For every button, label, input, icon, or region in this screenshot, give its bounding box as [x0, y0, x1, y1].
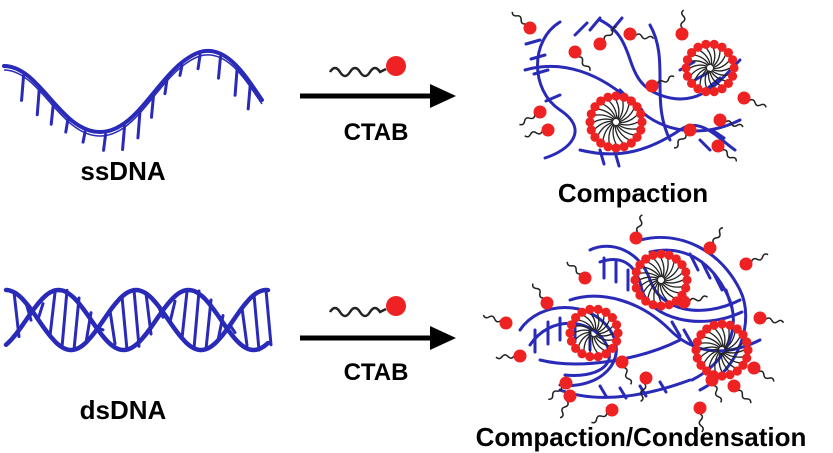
base-pair-rung — [72, 296, 81, 352]
surfactant-molecule-icon — [705, 373, 723, 403]
base-tick — [524, 38, 542, 46]
surfactant-molecule-icon — [675, 9, 689, 41]
base-tick — [64, 118, 70, 134]
base-pair-rung — [192, 289, 201, 350]
base-pair-rung — [48, 291, 57, 338]
surfactant-molecule-icon — [482, 314, 513, 330]
surfactant-molecule-icon — [328, 296, 406, 318]
surfactant-molecule-icon — [739, 253, 769, 271]
condensed-dsdna-complex — [482, 214, 785, 433]
base-tick — [724, 288, 734, 310]
base-tick — [49, 103, 55, 126]
ssdna-strand — [2, 48, 264, 152]
base-pair-rung — [168, 299, 177, 324]
base-pair-rung — [120, 295, 129, 352]
base-pair-rung — [264, 288, 273, 347]
surfactant-molecule-icon — [615, 355, 633, 385]
surfactant-molecule-icon — [737, 91, 767, 108]
base-tick — [712, 272, 724, 292]
base-tick — [544, 93, 562, 103]
surfactant-molecule-icon — [711, 139, 738, 162]
base-pair-rung — [60, 288, 69, 349]
base-pair-rung — [252, 293, 261, 352]
base-tick — [246, 84, 252, 111]
surfactant-molecule-icon — [753, 311, 785, 325]
base-tick — [598, 148, 606, 166]
surfactant-molecule-icon — [629, 214, 643, 245]
ssdna-label: ssDNA — [80, 156, 165, 186]
base-tick — [638, 384, 648, 398]
base-tick — [149, 94, 155, 119]
surfactant-molecule-icon — [548, 376, 573, 401]
base-tick — [81, 130, 87, 144]
base-tick — [163, 78, 169, 96]
base-pair-rung — [132, 288, 141, 348]
compacted-ssdna-complex — [511, 9, 767, 168]
surfactant-molecule-icon — [328, 56, 406, 78]
micelle-icon — [565, 304, 623, 362]
base-tick — [121, 124, 127, 151]
base-tick — [35, 87, 41, 117]
base-tick — [178, 63, 184, 77]
base-tick — [670, 320, 682, 338]
base-tick — [598, 384, 608, 398]
reagent-label: CTAB — [344, 359, 409, 386]
base-tick — [710, 128, 726, 140]
surfactant-molecule-icon — [495, 349, 527, 363]
compaction-label: Compaction — [558, 178, 708, 208]
base-tick — [698, 138, 712, 152]
base-tick — [532, 68, 550, 76]
surfactant-molecule-icon — [531, 283, 554, 310]
surfactant-molecule-icon — [524, 123, 555, 138]
base-tick — [658, 380, 668, 394]
surfactant-molecule-icon — [693, 401, 707, 433]
surfactant-molecule-icon — [623, 27, 655, 41]
base-tick — [688, 252, 700, 272]
base-tick — [588, 16, 602, 32]
base-pair-rung — [108, 309, 117, 346]
base-tick — [613, 150, 621, 168]
surfactant-molecule-icon — [568, 45, 591, 71]
reaction-arrow — [300, 84, 456, 108]
micelle-icon — [585, 91, 647, 153]
base-tick — [618, 386, 628, 400]
surfactant-molecule-icon — [639, 371, 653, 403]
micelle-icon — [681, 39, 739, 97]
surfactant-molecule-icon — [673, 123, 697, 149]
base-tick — [216, 55, 222, 80]
surfactant-molecule-icon — [645, 75, 675, 93]
surfactant-molecule-icon — [593, 26, 617, 51]
surfactant-molecule-icon — [747, 361, 775, 382]
surfactant-molecule-icon — [727, 379, 752, 404]
base-pair-rung — [240, 306, 249, 347]
reaction-arrow — [300, 326, 456, 350]
dsdna-label: dsDNA — [80, 395, 167, 425]
base-tick — [706, 76, 722, 90]
base-tick — [682, 328, 694, 346]
base-tick — [136, 110, 142, 140]
dsdna-helix — [3, 287, 273, 353]
base-tick — [573, 21, 589, 37]
base-tick — [196, 53, 202, 71]
base-tick — [700, 260, 712, 280]
surfactant-molecule-icon — [511, 11, 537, 35]
base-tick — [102, 133, 108, 152]
base-tick — [529, 53, 547, 61]
surfactant-molecule-icon — [703, 227, 724, 255]
surfactant-molecule-icon — [591, 403, 619, 424]
reagent-label: CTAB — [344, 119, 409, 146]
base-tick — [233, 67, 239, 97]
base-tick — [20, 74, 26, 102]
surfactant-molecule-icon — [713, 113, 744, 128]
surfactant-molecule-icon — [519, 105, 547, 126]
compaction-condensation-label: Compaction/Condensation — [476, 422, 807, 452]
surfactant-molecule-icon — [677, 295, 708, 309]
surfactant-molecule-icon — [559, 389, 577, 419]
base-pair-rung — [180, 290, 189, 340]
surfactant-molecule-icon — [566, 261, 592, 285]
